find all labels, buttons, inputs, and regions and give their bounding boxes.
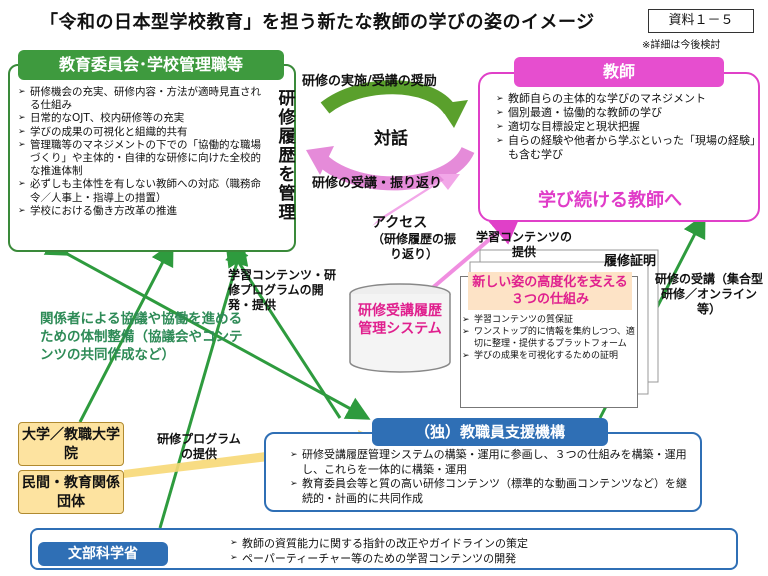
content-dev-label: 学習コンテンツ・研修プログラムの開発・提供 — [228, 268, 337, 312]
teacher-item: 自らの経験や他者から学ぶといった「現場の経験」も含む学び — [496, 134, 756, 162]
page-title: 「令和の日本型学校教育」を担う新たな教師の学びの姿のイメージ — [40, 12, 595, 33]
arrow-univ-to-nits — [124, 430, 386, 478]
arrow-board-to-nits — [43, 233, 371, 420]
board-list: 研修機会の充実、研修内容・方法が適時見直される仕組み 日常的なOJT、校内研修等… — [18, 86, 270, 218]
private-org-box: 民間・教育関係団体 — [18, 470, 124, 514]
mechanism-item: 学びの成果を可視化するための証明 — [462, 350, 638, 362]
cycle-pink-arrow — [317, 146, 475, 191]
certification-label: 履修証明 — [604, 254, 657, 269]
cycle-top-label: 研修の実施/受講の奨励 — [302, 74, 437, 89]
board-item: 必ずしも主体性を有しない教師への対応（職務命令／人事上・指導上の措置） — [18, 178, 270, 204]
cycle-pink-arrowhead — [306, 146, 334, 175]
cycle-green-arrowhead — [438, 100, 468, 128]
nits-item: 教育委員会等と質の高い研修コンテンツ（標準的な動画コンテンツなど）を継続的・計画… — [290, 477, 694, 506]
nits-header: （独）教職員支援機構 — [372, 418, 608, 446]
board-item: 学校における働き方改革の推進 — [18, 205, 270, 218]
teacher-item: 適切な目標設定と現状把握 — [496, 120, 756, 134]
history-management-label: 研修履歴を管理 — [278, 89, 296, 223]
cycle-green-arrow — [320, 80, 456, 115]
mext-header: 文部科学省 — [38, 542, 168, 566]
program-provide-label: 研修プログラムの提供 — [157, 432, 241, 461]
board-item: 管理職等のマネジメントの下での「協働的な職場づくり」や主体的・自律的な研修に向け… — [18, 139, 270, 179]
nits-list: 研修受講履歴管理システムの構築・運用に参画し、３つの仕組みを構築・運用し、これら… — [290, 448, 694, 506]
document-note: ※詳細は今後検討 — [642, 40, 721, 51]
access-title: アクセス — [372, 215, 428, 231]
board-item: 日常的なOJT、校内研修等の充実 — [18, 112, 270, 125]
nits-item: 研修受講履歴管理システムの構築・運用に参画し、３つの仕組みを構築・運用し、これら… — [290, 448, 694, 477]
teacher-item: 個別最適・協働的な教師の学び — [496, 106, 756, 120]
teacher-tagline: 学び続ける教師へ — [538, 190, 682, 211]
university-box: 大学／教職大学院 — [18, 422, 124, 466]
teacher-header: 教師 — [514, 57, 724, 87]
mext-item: 教師の資質能力に関する指針の改正やガイドラインの策定 — [230, 536, 710, 551]
board-item: 学びの成果の可視化と組織的共有 — [18, 126, 270, 139]
arrow-mext-to-board — [158, 240, 249, 529]
teacher-list: 教師自らの主体的な学びのマネジメント 個別最適・協働的な教師の学び 適切な目標設… — [496, 92, 756, 162]
cycle-bottom-label: 研修の受講・振り返り — [312, 176, 443, 191]
cylinder-body — [349, 294, 451, 373]
training-history-system: 研修受講履歴管理システム — [358, 303, 442, 337]
access-sub: （研修履歴の振り返り） — [372, 232, 457, 261]
board-item: 研修機会の充実、研修内容・方法が適時見直される仕組み — [18, 86, 270, 112]
mechanisms-list: 学習コンテンツの質保証 ワンストップ的に情報を集約しつつ、適切に整理・提供するプ… — [462, 314, 638, 362]
mext-list: 教師の資質能力に関する指針の改正やガイドラインの策定 ペーパーティーチャー等のた… — [230, 536, 710, 566]
board-header: 教育委員会･学校管理職等 — [18, 50, 284, 80]
mext-item: ペーパーティーチャー等のための学習コンテンツの開発 — [230, 551, 710, 566]
access-arrow — [372, 174, 460, 226]
mechanism-item: ワンストップ的に情報を集約しつつ、適切に整理・提供するプラットフォーム — [462, 326, 638, 350]
attend-label: 研修の受講（集合型研修／オンライン等） — [654, 272, 763, 316]
arrow-system-to-teacher — [428, 211, 523, 292]
consultation-label: 関係者による協議や協働を進めるための体制整備（協議会やコンテンツの共同作成など） — [40, 311, 243, 363]
cycle-center-label: 対話 — [374, 129, 408, 149]
document-id: 資料１－５ — [648, 9, 754, 33]
content-provide-label: 学習コンテンツの提供 — [475, 230, 572, 259]
mechanism-item: 学習コンテンツの質保証 — [462, 314, 638, 326]
mechanisms-title: 新しい姿の高度化を支える３つの仕組み — [468, 272, 632, 310]
arrow-univ-to-board — [78, 241, 174, 423]
teacher-item: 教師自らの主体的な学びのマネジメント — [496, 92, 756, 106]
arrow-nits-to-board — [225, 241, 342, 419]
